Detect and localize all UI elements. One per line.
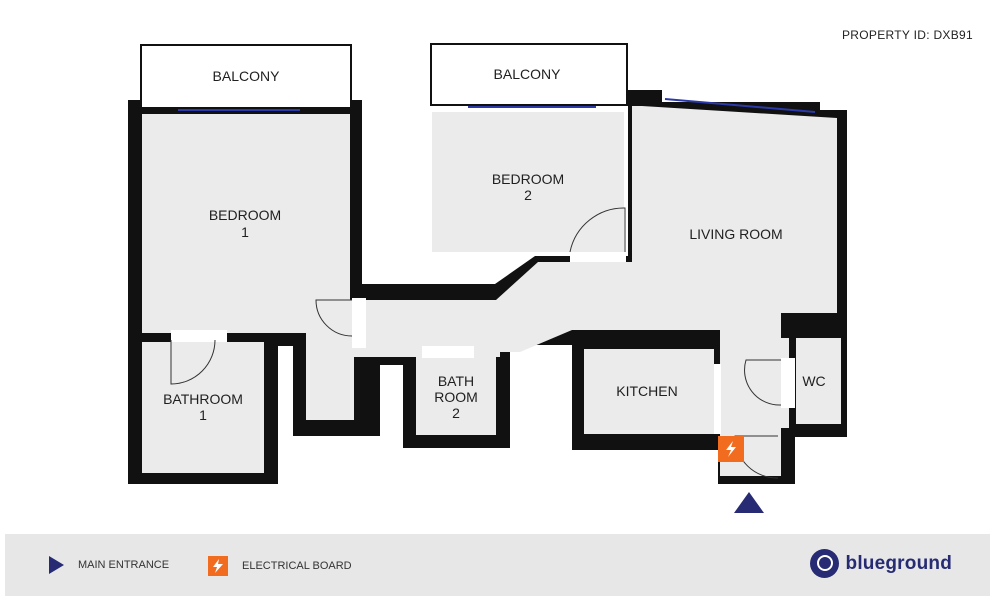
lightning-bolt-icon [208, 556, 228, 576]
legend-bar: MAIN ENTRANCE ELECTRICAL BOARD bluegroun… [5, 534, 990, 596]
bathroom-1-number: 1 [199, 407, 207, 423]
bathroom-2-label-line-2: ROOM [434, 389, 478, 405]
wc-label: WC [802, 373, 825, 389]
bathroom-2-floor [416, 357, 496, 435]
kitchen-floor [584, 349, 714, 434]
legend-main-entrance-label: MAIN ENTRANCE [78, 559, 170, 571]
bathroom-1-label: BATHROOM [163, 391, 243, 407]
bedroom-1-label: BEDROOM [209, 207, 281, 223]
bedroom-2-number: 2 [524, 187, 532, 203]
bathroom-2-number: 2 [452, 405, 460, 421]
bedroom-2-label: BEDROOM [492, 171, 564, 187]
corridor-stub [306, 346, 354, 420]
bathroom-1-floor [142, 342, 264, 473]
bedroom-1-floor [142, 114, 350, 333]
door-swings [170, 207, 782, 479]
brand-logo: blueground [809, 549, 952, 578]
electrical-board-icon [718, 436, 744, 462]
kitchen-label: KITCHEN [616, 383, 677, 399]
blueground-logo-icon [809, 549, 839, 578]
bedroom-2-floor [432, 112, 624, 252]
legend-main-entrance: MAIN ENTRANCE [49, 556, 169, 574]
legend-electrical-board-label: ELECTRICAL BOARD [242, 560, 352, 572]
balcony-2 [430, 43, 628, 106]
living-room-floor [366, 106, 837, 476]
balcony-1 [140, 44, 352, 109]
entrance-arrow-icon [49, 556, 64, 574]
bathroom-2-label-line-1: BATH [438, 373, 474, 389]
property-id: PROPERTY ID: DXB91 [841, 28, 973, 42]
balcony-2-label: BALCONY [494, 66, 562, 82]
balcony-1-label: BALCONY [213, 68, 281, 84]
bedroom-1-number: 1 [241, 224, 249, 240]
windows [178, 98, 816, 113]
main-entrance-icon [734, 492, 764, 513]
wc-floor [796, 338, 841, 424]
brand-name: blueground [845, 552, 952, 574]
legend-electrical-board: ELECTRICAL BOARD [208, 556, 352, 576]
door-openings [171, 252, 795, 434]
living-room-label: LIVING ROOM [689, 226, 782, 242]
